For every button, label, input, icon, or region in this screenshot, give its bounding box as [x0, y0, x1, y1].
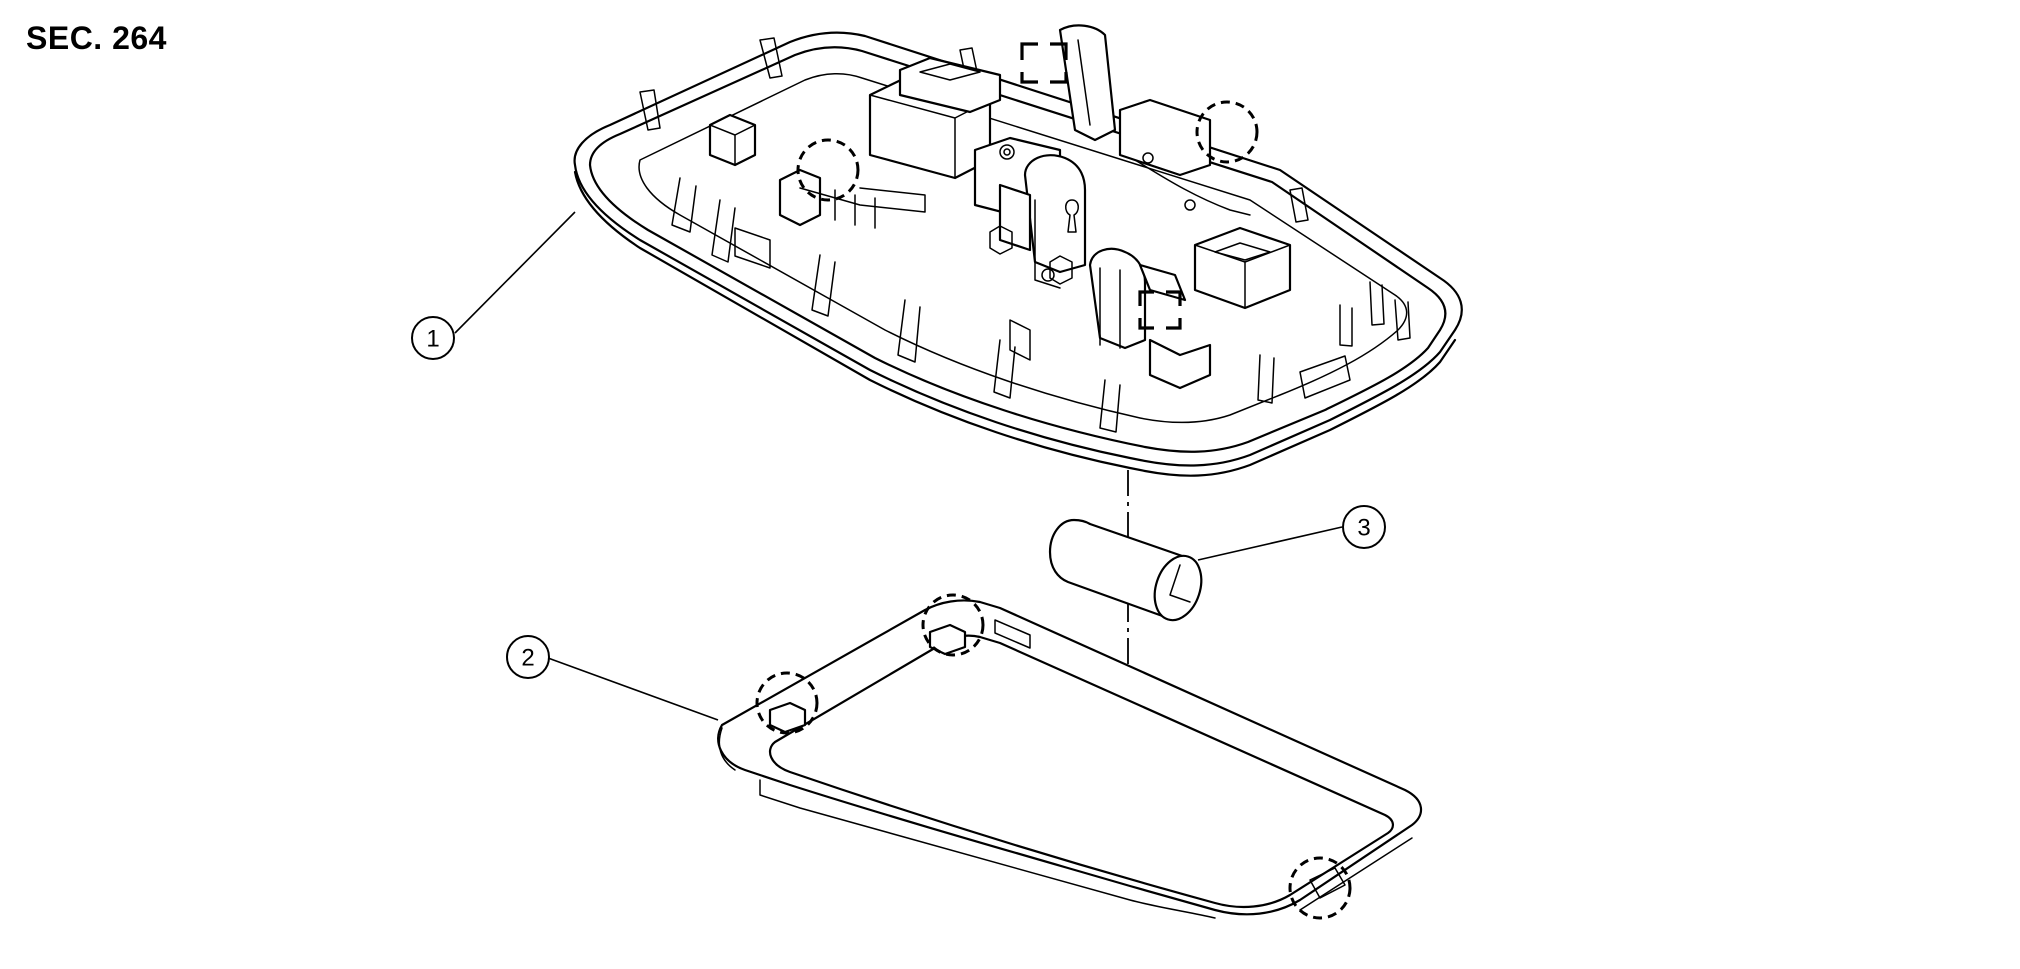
callout-2-number: 2: [521, 645, 534, 672]
lens: [717, 593, 1422, 920]
callout-3: 3: [1342, 505, 1386, 549]
pawl-marker-top: [1020, 42, 1068, 84]
bulb: [1048, 518, 1203, 622]
section-label: SEC. 264: [26, 20, 167, 56]
callout-2: 2: [506, 635, 550, 679]
leader-3: [1197, 526, 1343, 561]
lamp-housing: [573, 24, 1463, 477]
leader-1: [454, 211, 576, 334]
callout-1: 1: [411, 316, 455, 360]
pawl-marker-center: [1138, 290, 1182, 330]
callout-3-number: 3: [1357, 515, 1370, 542]
callout-1-number: 1: [426, 326, 439, 353]
leader-2: [547, 657, 719, 721]
